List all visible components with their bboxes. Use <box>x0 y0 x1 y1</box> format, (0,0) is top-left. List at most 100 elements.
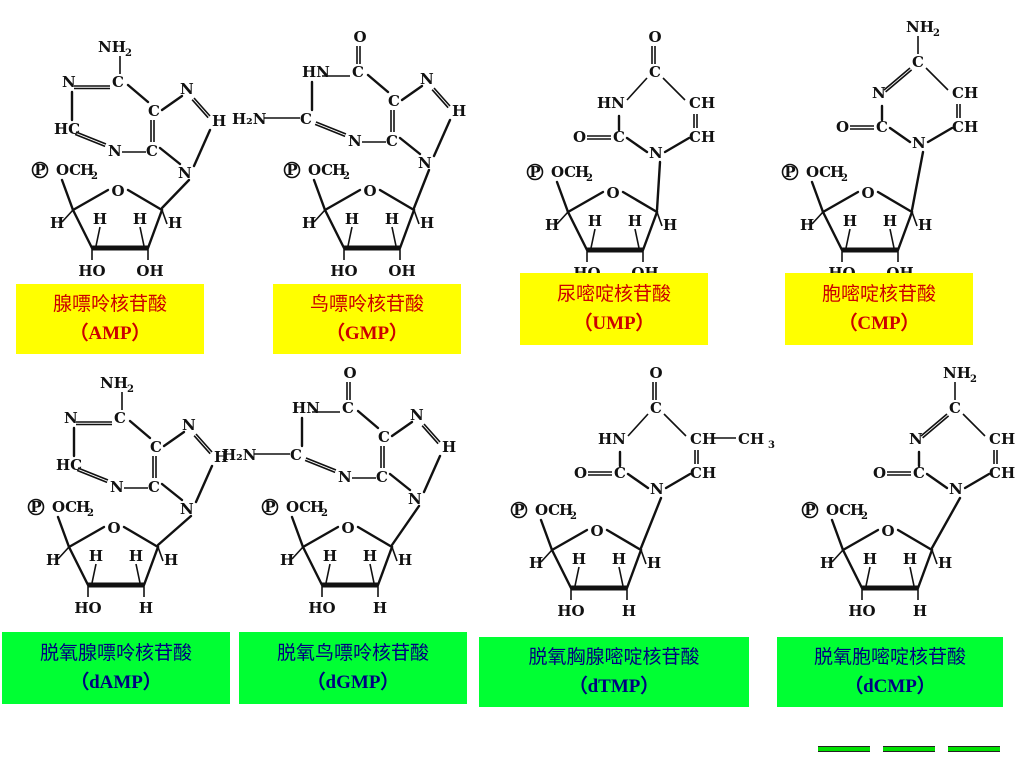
atom-label: OC <box>535 501 560 519</box>
bond <box>926 126 954 144</box>
atom-label: P <box>513 501 524 519</box>
bond <box>71 208 94 250</box>
atom-label: C <box>913 464 925 482</box>
bond <box>312 178 327 212</box>
atom-label: P <box>784 163 795 181</box>
bond <box>76 469 108 484</box>
bond <box>556 211 569 225</box>
atom-label: H <box>80 161 94 179</box>
bond <box>291 546 304 560</box>
atom-label: 2 <box>570 511 577 522</box>
phosphate-circle <box>526 163 544 181</box>
label-dgmp-abbr: （dGMP） <box>306 672 400 693</box>
bond <box>627 413 649 437</box>
bond <box>662 77 686 101</box>
atom-label: H <box>575 163 589 181</box>
label-gmp-name: 鸟嘌呤核苷酸 <box>309 293 424 315</box>
label-dcmp: 脱氧胞嘧啶核苷酸 （dCMP） <box>777 637 1003 707</box>
bond <box>390 504 421 547</box>
atom-label: P <box>286 161 297 179</box>
phosphate-circle <box>27 498 45 516</box>
bond <box>126 188 164 212</box>
bond <box>74 133 106 148</box>
bond <box>398 136 422 156</box>
bond <box>885 69 913 93</box>
atom-label: P <box>34 161 45 179</box>
bond <box>810 180 825 214</box>
atom-label: HC <box>56 456 82 474</box>
atom-label: H <box>918 216 932 234</box>
atom-label: C <box>114 409 126 427</box>
bond <box>883 67 911 91</box>
atom-label: CH <box>690 464 716 482</box>
bond <box>925 67 949 91</box>
label-ump-name: 尿嘧啶核苷酸 <box>556 283 671 305</box>
atom-label: H <box>442 438 456 456</box>
bond <box>301 525 340 549</box>
bond <box>75 131 107 145</box>
bond <box>356 525 394 549</box>
bond <box>634 228 640 249</box>
atom-label: H <box>628 212 642 230</box>
label-ump-abbr: （UMP） <box>573 313 655 334</box>
atom-label: H <box>164 551 178 569</box>
bond <box>157 546 164 562</box>
bond <box>162 430 186 448</box>
atom-label: N <box>420 70 434 88</box>
atom-label: C <box>342 399 354 417</box>
atom-label: 2 <box>87 508 94 519</box>
atom-label: OC <box>56 161 81 179</box>
phosphate-circle <box>261 498 279 516</box>
phosphate-circle <box>31 161 49 179</box>
bond <box>77 467 109 481</box>
label-amp-abbr: （AMP） <box>69 323 151 344</box>
bond <box>195 433 213 453</box>
atom-label: HO <box>78 262 105 280</box>
atom-label: H <box>647 554 661 572</box>
structure-ump: OCHNCHCHCONPOCH2OHHHHHOOH <box>526 28 715 282</box>
nav-button-home[interactable] <box>883 746 935 752</box>
nav-button-prev[interactable] <box>818 746 870 752</box>
atom-label: OC <box>52 498 77 516</box>
atom-label: O <box>873 464 886 482</box>
bond <box>323 208 346 250</box>
atom-label: H <box>345 210 359 228</box>
bond <box>400 84 424 102</box>
atom-label: OC <box>806 163 831 181</box>
atom-label: C <box>613 128 625 146</box>
bond <box>625 136 649 154</box>
bond <box>566 210 589 252</box>
bond <box>888 126 912 144</box>
atom-label: N <box>649 144 663 162</box>
bond <box>56 515 71 549</box>
atom-label: HN <box>597 94 625 112</box>
bond <box>621 190 659 214</box>
atom-label: HN <box>598 430 626 448</box>
atom-label: C <box>912 53 924 71</box>
atom-label: H <box>843 212 857 230</box>
bond <box>376 545 394 587</box>
bond <box>663 413 687 437</box>
bond <box>876 190 914 214</box>
atom-label: C <box>150 438 162 456</box>
atom-label: P <box>30 498 41 516</box>
atom-label: N <box>64 409 78 427</box>
bond <box>160 94 184 112</box>
bond <box>865 566 871 587</box>
bond <box>313 209 326 223</box>
bond <box>896 528 934 552</box>
bond <box>161 209 168 225</box>
bond <box>433 87 451 107</box>
nav-button-next[interactable] <box>948 746 1000 752</box>
bond <box>412 168 431 210</box>
atom-label: OC <box>308 161 333 179</box>
label-gmp-abbr: （GMP） <box>325 323 409 344</box>
bond <box>158 146 182 166</box>
bond <box>391 226 397 247</box>
bond <box>91 563 97 584</box>
bond <box>922 415 950 439</box>
atom-label: H <box>302 214 316 232</box>
atom-label: O <box>107 519 120 537</box>
atom-label: 2 <box>343 171 350 182</box>
